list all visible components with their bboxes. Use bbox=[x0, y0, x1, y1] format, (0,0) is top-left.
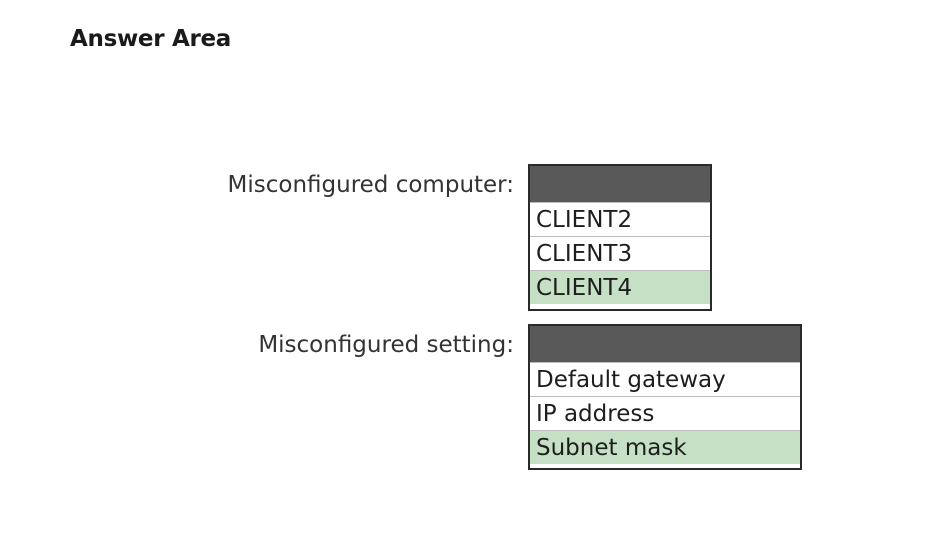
option-default-gateway[interactable]: Default gateway bbox=[530, 362, 800, 396]
misconfigured-setting-label: Misconfigured setting: bbox=[258, 332, 514, 358]
option-client2[interactable]: CLIENT2 bbox=[530, 202, 710, 236]
dropdown-header-bar[interactable] bbox=[530, 166, 710, 202]
misconfigured-computer-dropdown[interactable]: CLIENT2 CLIENT3 CLIENT4 bbox=[528, 164, 712, 311]
option-client3[interactable]: CLIENT3 bbox=[530, 236, 710, 270]
misconfigured-computer-label: Misconfigured computer: bbox=[227, 172, 514, 198]
answer-area-heading: Answer Area bbox=[70, 26, 232, 52]
dropdown-header-bar[interactable] bbox=[530, 326, 800, 362]
misconfigured-setting-dropdown[interactable]: Default gateway IP address Subnet mask bbox=[528, 324, 802, 470]
option-subnet-mask-selected[interactable]: Subnet mask bbox=[530, 430, 800, 464]
option-ip-address[interactable]: IP address bbox=[530, 396, 800, 430]
option-client4-selected[interactable]: CLIENT4 bbox=[530, 270, 710, 304]
